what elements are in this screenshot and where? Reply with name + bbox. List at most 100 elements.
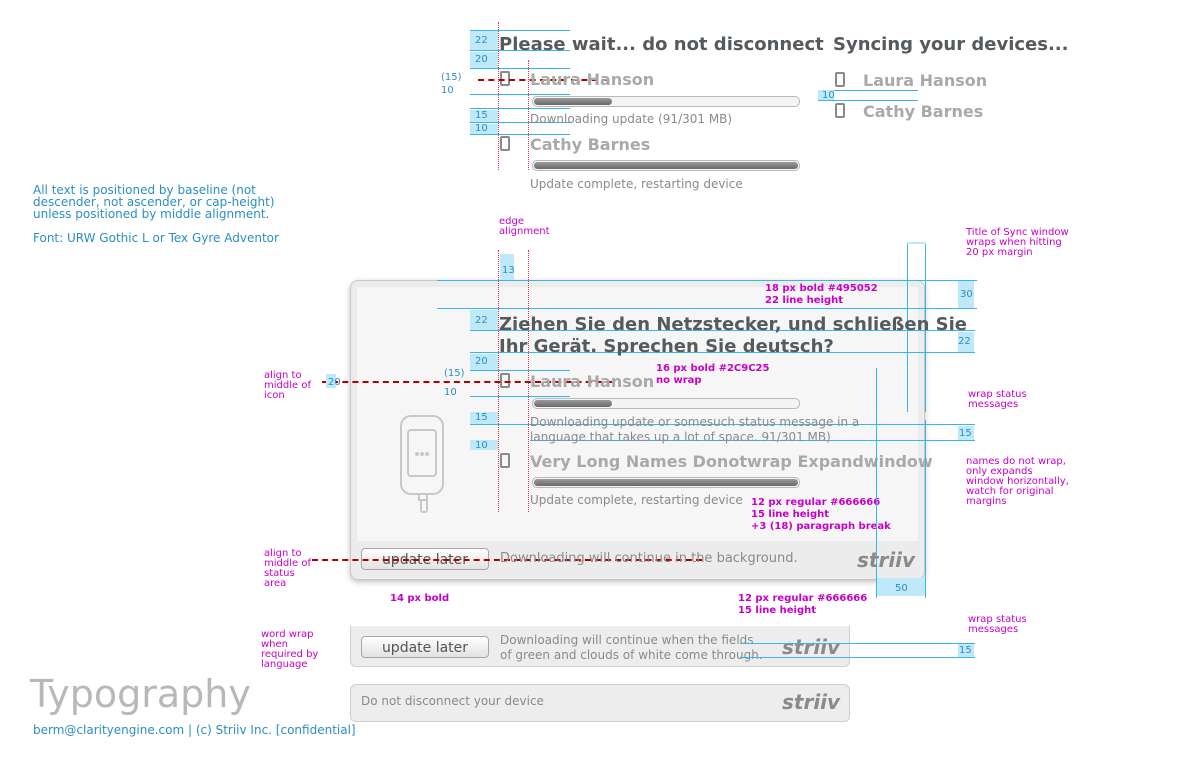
spec-label: 15 line height [738, 605, 817, 616]
note-text: when [261, 639, 289, 650]
note-text: alignment [499, 226, 550, 237]
dim-label: (15) [444, 368, 465, 379]
note-text: required by [261, 649, 319, 660]
progress-fill [534, 162, 798, 169]
note-text: status [264, 568, 295, 579]
dim-box [500, 254, 514, 280]
dim-box [470, 30, 498, 50]
top-title: Please wait... do not disconnect [499, 34, 824, 55]
striiv-logo: striiv [857, 548, 916, 572]
dim-label: 10 [441, 85, 454, 96]
page-credit: berm@clarityengine.com | (c) Striiv Inc.… [33, 723, 356, 737]
dim-box [958, 332, 974, 352]
dim-box [470, 412, 498, 424]
note-text: language [261, 659, 308, 670]
note-text: wraps when hitting [966, 237, 1062, 248]
footer-status: Do not disconnect your device [361, 694, 544, 708]
footer-status: of green and clouds of white come throug… [500, 648, 763, 662]
dim-box [877, 578, 925, 596]
note-text: margins [966, 496, 1007, 507]
dim-box [958, 426, 974, 440]
device-status: Downloading update or somesuch status me… [530, 415, 860, 429]
dim-label: 10 [822, 90, 835, 101]
dim-label: 15 [959, 645, 972, 656]
spec-label: 14 px bold [390, 593, 450, 604]
dim-box [470, 110, 498, 122]
spec-label: 22 line height [765, 295, 844, 306]
dim-label: 22 [958, 336, 971, 347]
window-body [357, 287, 918, 541]
update-later-button[interactable]: update later [361, 636, 489, 658]
device-icon [500, 71, 510, 86]
note-text: middle of [264, 558, 311, 569]
note-text: messages [968, 399, 1019, 410]
progress-fill [534, 479, 798, 486]
device-check-icon [500, 453, 510, 468]
dim-label: 15 [475, 110, 488, 121]
striiv-logo: striiv [782, 690, 841, 714]
device-name: Cathy Barnes [530, 135, 651, 154]
dim-label: 20 [475, 356, 488, 367]
note-text: descender, not ascender, or cap-height) [33, 195, 275, 209]
note-text: unless positioned by middle alignment. [33, 207, 270, 221]
dim-box [326, 374, 336, 388]
device-name: Very Long Names Donotwrap Expandwindow [530, 452, 933, 471]
note-text: area [264, 578, 287, 589]
footer-status: Downloading will continue when the field… [500, 633, 754, 647]
dim-box [470, 52, 498, 68]
window-title-line1: Ziehen Sie den Netzstecker, und schließe… [499, 314, 967, 335]
progress-fill [534, 400, 612, 407]
spec-label: 18 px bold #495052 [765, 283, 878, 294]
dim-label: 10 [444, 387, 457, 398]
dim-label: 15 [475, 412, 488, 423]
dim-label: 20 [475, 54, 488, 65]
footer-strip-simple [350, 684, 850, 722]
dim-box [818, 90, 834, 100]
dim-label: 20 [328, 377, 341, 388]
dim-label: 50 [895, 583, 908, 594]
note-text: Title of Sync window [966, 227, 1069, 238]
spec-label: 12 px regular #666666 [738, 593, 868, 604]
page-heading: Typography [30, 672, 251, 716]
note-text: 20 px margin [966, 247, 1033, 258]
tracker-device-icon [400, 415, 444, 513]
note-text: window horizontally, [966, 476, 1069, 487]
dim-label: 22 [475, 315, 488, 326]
window-title-line2: Ihr Gerät. Sprechen Sie deutsch? [499, 336, 834, 357]
spec-label: 12 px regular #666666 [751, 497, 881, 508]
note-text: word wrap [261, 629, 314, 640]
dim-box [958, 281, 974, 308]
device-status: Downloading update (91/301 MB) [530, 112, 733, 126]
note-text: align to [264, 370, 302, 381]
device-icon [500, 373, 510, 388]
spec-label: +3 (18) paragraph break [751, 521, 891, 532]
note-text: only expands [966, 466, 1033, 477]
note-text: wrap status [968, 614, 1027, 625]
note-text: names do not wrap, [966, 456, 1066, 467]
dim-label: 30 [960, 289, 973, 300]
note-text: Font: URW Gothic L or Tex Gyre Adventor [33, 231, 279, 245]
dim-label: (15) [441, 72, 462, 83]
device-icon [835, 103, 845, 118]
progress-bar [532, 477, 800, 488]
dim-box [470, 354, 498, 370]
device-icon [835, 72, 845, 87]
spec-label: no wrap [656, 375, 702, 386]
note-text: All text is positioned by baseline (not [33, 183, 256, 197]
dim-box [470, 124, 498, 134]
note-text: edge [499, 216, 524, 227]
device-status: Update complete, restarting device [530, 177, 743, 191]
footer-status: Downloading will continue in the backgro… [500, 551, 798, 566]
striiv-logo: striiv [782, 635, 841, 659]
progress-bar [532, 398, 800, 409]
progress-fill [534, 98, 612, 105]
dim-label: 10 [475, 123, 488, 134]
device-status: Update complete, restarting device [530, 493, 743, 507]
dim-box [470, 440, 498, 450]
progress-bar [532, 160, 800, 171]
syncing-title: Syncing your devices... [833, 34, 1069, 55]
dim-box [958, 644, 974, 657]
device-status: language that takes up a lot of space. 9… [530, 430, 831, 444]
spec-label: 15 line height [751, 509, 830, 520]
dim-label: 15 [959, 428, 972, 439]
